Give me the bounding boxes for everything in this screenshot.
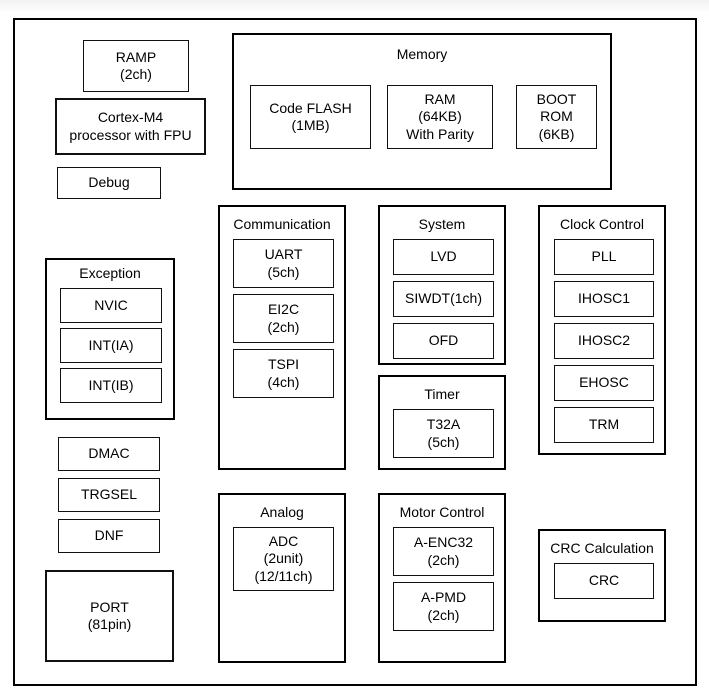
- group-memory-title: Memory: [396, 46, 448, 62]
- block-adc-line1: ADC: [268, 533, 299, 550]
- block-crc-line1: CRC: [588, 572, 620, 589]
- block-code-flash-line1: Code FLASH: [269, 99, 352, 116]
- block-uart[interactable]: UART (5ch): [233, 239, 334, 288]
- block-int-ib-line1: INT(IB): [88, 376, 134, 393]
- block-ehosc[interactable]: EHOSC: [554, 365, 654, 401]
- block-pll[interactable]: PLL: [554, 239, 654, 275]
- block-siwdt-line1: SIWDT(1ch): [405, 290, 482, 307]
- block-tspi[interactable]: TSPI (4ch): [233, 349, 334, 398]
- block-adc[interactable]: ADC (2unit) (12/11ch): [233, 527, 334, 591]
- block-a-pmd[interactable]: A-PMD (2ch): [393, 582, 494, 631]
- block-boot-rom-line3: (6KB): [538, 125, 575, 142]
- block-lvd[interactable]: LVD: [393, 239, 494, 275]
- block-ihosc1[interactable]: IHOSC1: [554, 281, 654, 317]
- block-ofd-line1: OFD: [428, 332, 459, 349]
- block-tspi-line1: TSPI: [267, 356, 300, 373]
- block-debug-line1: Debug: [88, 174, 130, 191]
- group-exception: Exception NVIC INT(IA) INT(IB): [45, 258, 175, 420]
- block-nvic[interactable]: NVIC: [60, 288, 162, 323]
- block-t32a-line1: T32A: [426, 416, 461, 433]
- block-port-line1: PORT: [90, 598, 129, 615]
- block-a-pmd-line1: A-PMD: [420, 589, 467, 606]
- block-ei2c[interactable]: EI2C (2ch): [233, 294, 334, 343]
- block-boot-rom[interactable]: BOOT ROM (6KB): [516, 85, 597, 149]
- block-port-line2: (81pin): [87, 616, 132, 632]
- group-clock-control: Clock Control PLL IHOSC1 IHOSC2 EHOSC TR…: [538, 205, 666, 455]
- block-uart-line1: UART: [264, 246, 303, 263]
- block-port[interactable]: PORT (81pin): [45, 570, 174, 662]
- block-trgsel[interactable]: TRGSEL: [58, 478, 160, 512]
- block-ram-line1: RAM: [424, 91, 456, 108]
- block-ofd[interactable]: OFD: [393, 323, 494, 359]
- group-clock-control-title: Clock Control: [559, 216, 645, 232]
- block-cortex-m4-line2: processor with FPU: [69, 126, 192, 143]
- group-communication: Communication UART (5ch) EI2C (2ch) TSPI…: [218, 205, 346, 470]
- block-cortex-m4-line1: Cortex-M4: [97, 109, 164, 126]
- group-motor-control-title: Motor Control: [399, 504, 485, 520]
- group-timer-title: Timer: [424, 386, 460, 402]
- block-dmac-line1: DMAC: [88, 445, 130, 462]
- group-crc-calculation: CRC Calculation CRC: [538, 529, 666, 622]
- block-ei2c-line1: EI2C: [267, 301, 300, 318]
- block-nvic-line1: NVIC: [94, 296, 128, 313]
- block-trgsel-line1: TRGSEL: [80, 486, 137, 503]
- group-exception-title: Exception: [79, 265, 141, 281]
- group-analog: Analog ADC (2unit) (12/11ch): [218, 493, 346, 663]
- block-ram-line3: With Parity: [406, 125, 474, 142]
- block-int-ia[interactable]: INT(IA): [60, 328, 162, 363]
- block-boot-rom-line1: BOOT: [536, 91, 577, 108]
- block-ramp[interactable]: RAMP (2ch): [83, 40, 189, 92]
- group-analog-title: Analog: [260, 504, 304, 520]
- block-trm-line1: TRM: [588, 416, 620, 433]
- block-ramp-line2: (2ch): [120, 66, 152, 82]
- block-int-ia-line1: INT(IA): [88, 336, 134, 353]
- block-adc-line3: (12/11ch): [254, 567, 313, 584]
- block-ihosc2-line1: IHOSC2: [577, 332, 631, 349]
- group-crc-calculation-title: CRC Calculation: [550, 540, 654, 556]
- block-a-pmd-line2: (2ch): [427, 606, 460, 623]
- block-dmac[interactable]: DMAC: [58, 437, 160, 471]
- block-t32a[interactable]: T32A (5ch): [393, 409, 494, 458]
- block-ram[interactable]: RAM (64KB) With Parity: [387, 85, 493, 149]
- block-ehosc-line1: EHOSC: [579, 374, 629, 391]
- group-motor-control: Motor Control A-ENC32 (2ch) A-PMD (2ch): [378, 493, 506, 663]
- block-trm[interactable]: TRM: [554, 407, 654, 443]
- block-ram-line2: (64KB): [418, 108, 462, 125]
- block-a-enc32-line2: (2ch): [427, 551, 460, 568]
- block-int-ib[interactable]: INT(IB): [60, 368, 162, 403]
- group-communication-title: Communication: [233, 216, 331, 232]
- block-pll-line1: PLL: [591, 248, 617, 265]
- group-system-title: System: [418, 216, 466, 232]
- group-memory: Memory Code FLASH (1MB) RAM (64KB) With …: [232, 33, 612, 190]
- block-dnf-line1: DNF: [94, 527, 124, 544]
- block-ihosc2[interactable]: IHOSC2: [554, 323, 654, 359]
- block-ramp-line1: RAMP: [115, 48, 157, 65]
- group-timer: Timer T32A (5ch): [378, 375, 506, 470]
- group-system: System LVD SIWDT(1ch) OFD: [378, 205, 506, 365]
- block-code-flash[interactable]: Code FLASH (1MB): [250, 85, 371, 149]
- block-crc[interactable]: CRC: [554, 563, 654, 599]
- block-adc-line2: (2unit): [263, 550, 304, 567]
- block-t32a-line2: (5ch): [427, 433, 460, 450]
- block-a-enc32-line1: A-ENC32: [413, 534, 474, 551]
- block-siwdt[interactable]: SIWDT(1ch): [393, 281, 494, 317]
- block-lvd-line1: LVD: [430, 248, 457, 265]
- block-ei2c-line2: (2ch): [267, 318, 300, 335]
- block-ihosc1-line1: IHOSC1: [577, 290, 631, 307]
- block-boot-rom-line2: ROM: [540, 108, 573, 125]
- block-debug[interactable]: Debug: [57, 167, 161, 199]
- block-uart-line2: (5ch): [267, 263, 300, 280]
- block-cortex-m4[interactable]: Cortex-M4 processor with FPU: [55, 98, 206, 155]
- block-tspi-line2: (4ch): [267, 373, 300, 390]
- block-code-flash-line2: (1MB): [291, 117, 330, 133]
- block-dnf[interactable]: DNF: [58, 519, 160, 553]
- block-a-enc32[interactable]: A-ENC32 (2ch): [393, 527, 494, 576]
